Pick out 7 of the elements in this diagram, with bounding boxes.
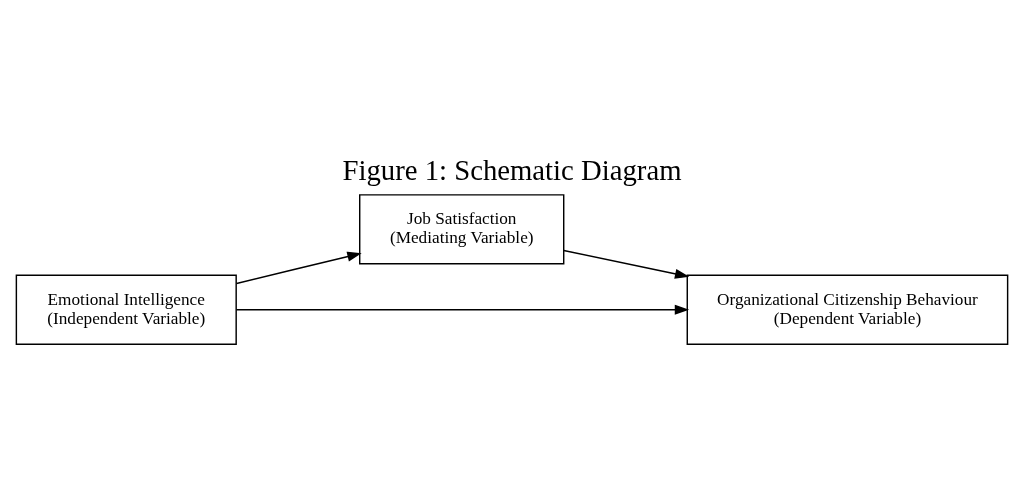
arrow [562, 249, 689, 279]
node-box: Job Satisfaction (Mediating Variable) [358, 194, 564, 265]
arrow [235, 251, 362, 285]
arrow [235, 304, 689, 315]
node-box: Emotional Intelligence (Independent Variable) [15, 274, 237, 345]
diagram-title: Figure 1: Schematic Diagram [342, 154, 681, 187]
node-box: Organizational Citizenship Behaviour (Dependent Variable) [686, 274, 1008, 345]
